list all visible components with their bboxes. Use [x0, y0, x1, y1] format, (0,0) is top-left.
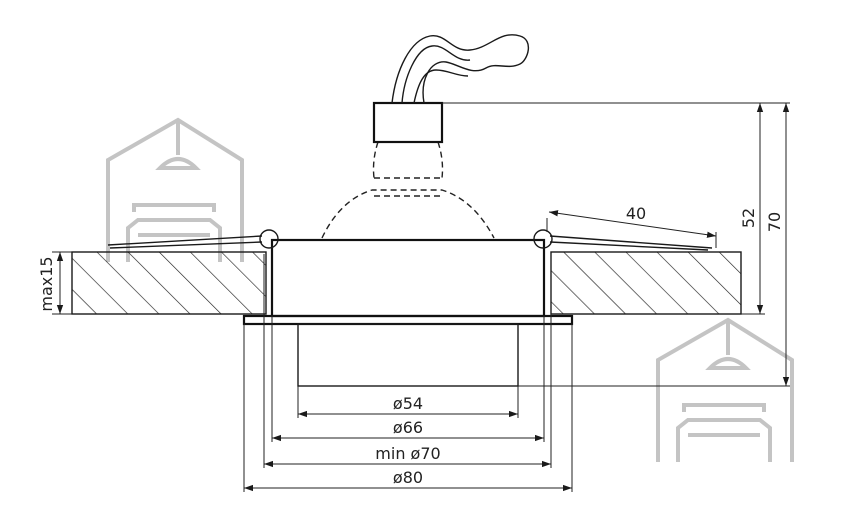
dim-label-d70: min ø70 [375, 444, 440, 463]
cable-connector [372, 101, 444, 144]
ext-line-d80 [243, 324, 573, 492]
ext-line-d66 [271, 316, 545, 442]
dim-label-70: 70 [765, 212, 784, 232]
bulb-outline [321, 141, 495, 239]
dim-label-52: 52 [739, 208, 758, 228]
lamp-flange [242, 314, 574, 326]
spring-clip-right [533, 229, 713, 251]
power-cable [391, 34, 529, 104]
dim-line-clip [548, 210, 717, 238]
spring-clip-left [107, 229, 279, 249]
dim-label-d54: ø54 [393, 394, 423, 413]
ceiling-left [71, 251, 267, 315]
ext-line-d70 [263, 254, 552, 468]
house-sofa-watermark-left [106, 117, 244, 262]
dim-label-d80: ø80 [393, 468, 423, 487]
dim-label-clip: 40 [626, 204, 646, 223]
dim-label-d66: ø66 [393, 418, 423, 437]
house-sofa-watermark-right [656, 317, 794, 462]
lamp-housing [270, 238, 546, 318]
lamp-glass [297, 323, 519, 387]
dim-label-max15: max15 [37, 256, 56, 311]
ceiling-right [550, 251, 742, 315]
